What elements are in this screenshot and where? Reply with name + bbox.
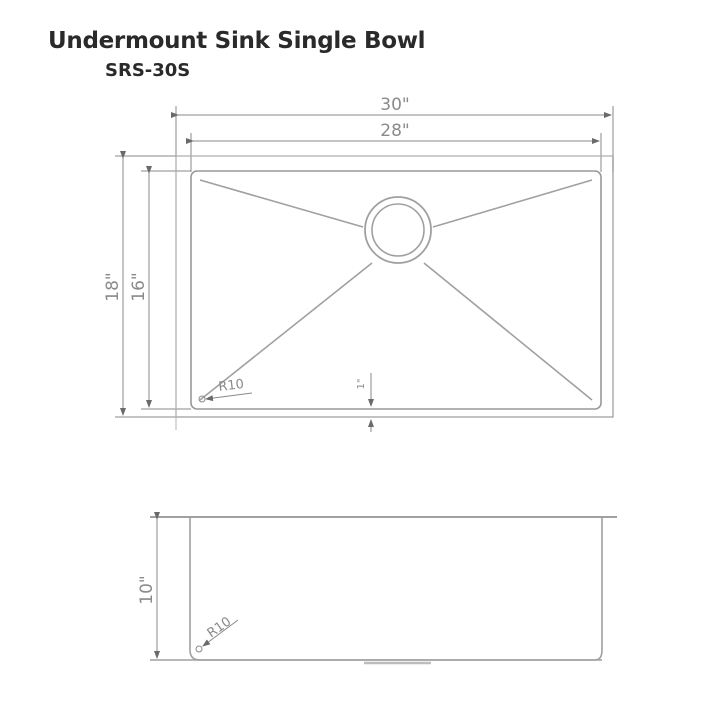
drain-outer-ring bbox=[364, 196, 432, 264]
slope-line bbox=[199, 262, 373, 401]
slope-line bbox=[423, 262, 593, 401]
dim-bowl-depth: 16" bbox=[129, 272, 149, 301]
dim-overall-width: 30" bbox=[380, 95, 409, 115]
model-number: SRS-30S bbox=[105, 60, 191, 81]
dim-bowl-height: 10" bbox=[137, 575, 157, 604]
bowl-profile bbox=[189, 517, 603, 661]
dim-corner-radius-top: R10 bbox=[218, 377, 245, 395]
dim-corner-radius-side: R10 bbox=[205, 614, 235, 641]
diagram-title: Undermount Sink Single Bowl bbox=[48, 28, 426, 54]
drain-inner-ring bbox=[371, 203, 425, 257]
slope-line bbox=[432, 179, 593, 228]
bowl-outline bbox=[190, 170, 602, 410]
dim-overall-depth: 18" bbox=[103, 272, 123, 301]
side-view bbox=[150, 516, 617, 665]
dim-offset: 1" bbox=[356, 379, 367, 390]
slope-line bbox=[199, 179, 364, 228]
dim-bowl-width: 28" bbox=[380, 121, 409, 141]
top-view-dimensions bbox=[115, 106, 614, 432]
side-view-dimensions bbox=[154, 512, 239, 659]
